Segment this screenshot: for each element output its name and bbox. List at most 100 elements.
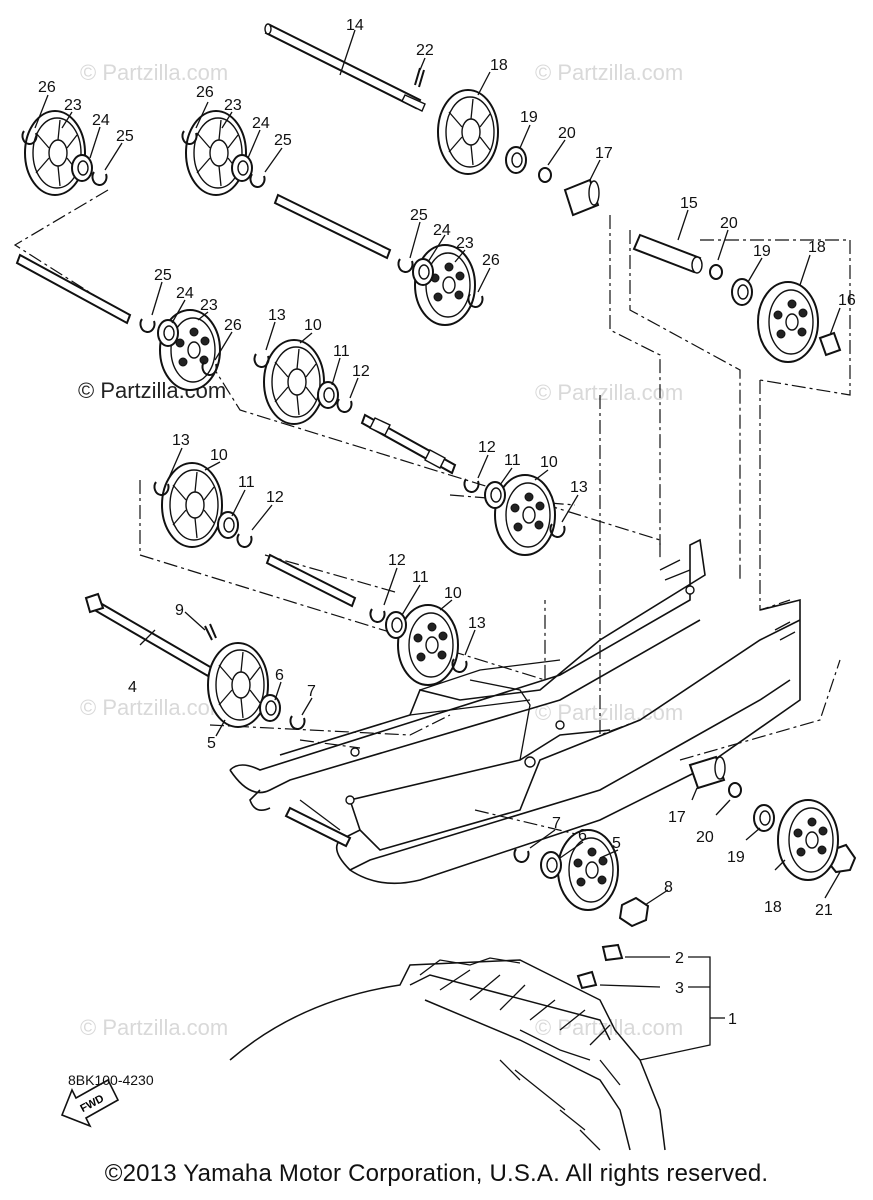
forward-arrow-icon: FWD	[60, 1078, 120, 1128]
callout-3: 3	[675, 980, 684, 997]
bearing-19	[505, 146, 527, 174]
bearing-24	[412, 258, 434, 286]
callout-10: 10	[444, 585, 462, 602]
collar-15	[632, 233, 703, 274]
callout-12: 12	[478, 439, 496, 456]
shaft-lower	[265, 553, 357, 608]
circlip-25	[91, 171, 108, 186]
wheel-18-top	[437, 89, 499, 175]
track-1	[229, 943, 666, 1151]
callout-26: 26	[482, 252, 500, 269]
watermark: © Partzilla.com	[535, 60, 683, 85]
callout-14: 14	[346, 17, 364, 34]
circlip-12	[463, 478, 480, 493]
bearing-24	[157, 319, 179, 347]
callout-22: 22	[416, 42, 434, 59]
callout-16: 16	[838, 292, 856, 309]
callout-1: 1	[728, 1011, 737, 1028]
bearing-24	[231, 154, 253, 182]
callout-25: 25	[274, 132, 292, 149]
circlip-13	[253, 353, 270, 368]
cap-16	[818, 331, 842, 357]
diagram-code: 8BK100-4230	[68, 1072, 154, 1088]
callout-18: 18	[808, 239, 826, 256]
wheel-5-b	[557, 829, 619, 911]
collar-17-lower	[688, 755, 726, 790]
watermark: © Partzilla.com	[80, 1015, 228, 1040]
wheel-10-a	[263, 339, 325, 425]
circlip-7	[513, 848, 530, 863]
circlip-20	[538, 167, 552, 183]
wheel-23-top-middle	[185, 110, 247, 196]
leader-lines	[34, 29, 841, 1061]
callout-17: 17	[595, 145, 613, 162]
bearing-19	[731, 278, 753, 306]
circlip-25	[397, 258, 414, 273]
callout-10: 10	[304, 317, 322, 334]
callout-24: 24	[176, 285, 194, 302]
callout-11: 11	[333, 343, 350, 360]
callout-17: 17	[668, 809, 686, 826]
bearing-11	[484, 481, 506, 509]
callout-20: 20	[558, 125, 576, 142]
callout-10: 10	[540, 454, 558, 471]
wheel-18-right	[757, 281, 819, 363]
callout-12: 12	[388, 552, 406, 569]
callout-24: 24	[92, 112, 110, 129]
callout-25: 25	[154, 267, 172, 284]
callout-23: 23	[200, 297, 218, 314]
copyright-notice: ©2013 Yamaha Motor Corporation, U.S.A. A…	[104, 1160, 769, 1187]
bolt-4	[84, 592, 214, 678]
circlip-25	[139, 318, 156, 333]
bearing-11	[317, 381, 339, 409]
callout-23: 23	[456, 235, 474, 252]
bearing-19	[753, 804, 775, 832]
callout-11: 11	[412, 569, 429, 586]
callout-2: 2	[675, 950, 684, 967]
callout-7: 7	[307, 683, 316, 700]
watermark: © Partzilla.com	[80, 695, 228, 720]
callout-11: 11	[238, 474, 255, 491]
callout-24: 24	[252, 115, 270, 132]
callout-19: 19	[727, 849, 745, 866]
callout-13: 13	[570, 479, 588, 496]
watermark: © Partzilla.com	[535, 380, 683, 405]
callout-25: 25	[410, 207, 428, 224]
wheel-23-top-left	[24, 110, 86, 196]
circlip-20	[709, 264, 723, 280]
circlip-7	[289, 715, 306, 730]
callout-25: 25	[116, 128, 134, 145]
callout-11: 11	[504, 452, 521, 469]
circlip-20	[728, 782, 742, 798]
bearing-6	[259, 694, 281, 722]
callout-19: 19	[520, 109, 538, 126]
callout-labels: 14 22 18 19 20 17 15 20 19 18 16 26 23 2…	[38, 17, 856, 1028]
callout-6: 6	[275, 667, 284, 684]
shaft-14	[264, 23, 426, 112]
cotter-pin-22	[414, 67, 425, 88]
callout-13: 13	[268, 307, 286, 324]
callout-20: 20	[696, 829, 714, 846]
callout-5: 5	[207, 735, 216, 752]
bearing-6	[540, 851, 562, 879]
callout-24: 24	[433, 222, 451, 239]
callout-23: 23	[64, 97, 82, 114]
callout-9: 9	[175, 602, 184, 619]
callout-26: 26	[38, 79, 56, 96]
rear-axle	[284, 806, 352, 848]
circlip-12	[236, 533, 253, 548]
shaft-upper-left	[15, 253, 132, 325]
shaft-middle	[360, 413, 457, 475]
callout-10: 10	[210, 447, 228, 464]
slide-rail-frame	[229, 538, 801, 885]
cotter-pin-9	[204, 623, 217, 641]
callout-12: 12	[352, 363, 370, 380]
callout-18: 18	[764, 899, 782, 916]
callout-18: 18	[490, 57, 508, 74]
wheel-5-a	[207, 642, 269, 728]
callout-12: 12	[266, 489, 284, 506]
callout-4: 4	[128, 679, 137, 696]
shaft-upper-middle	[273, 193, 392, 260]
callout-23: 23	[224, 97, 242, 114]
